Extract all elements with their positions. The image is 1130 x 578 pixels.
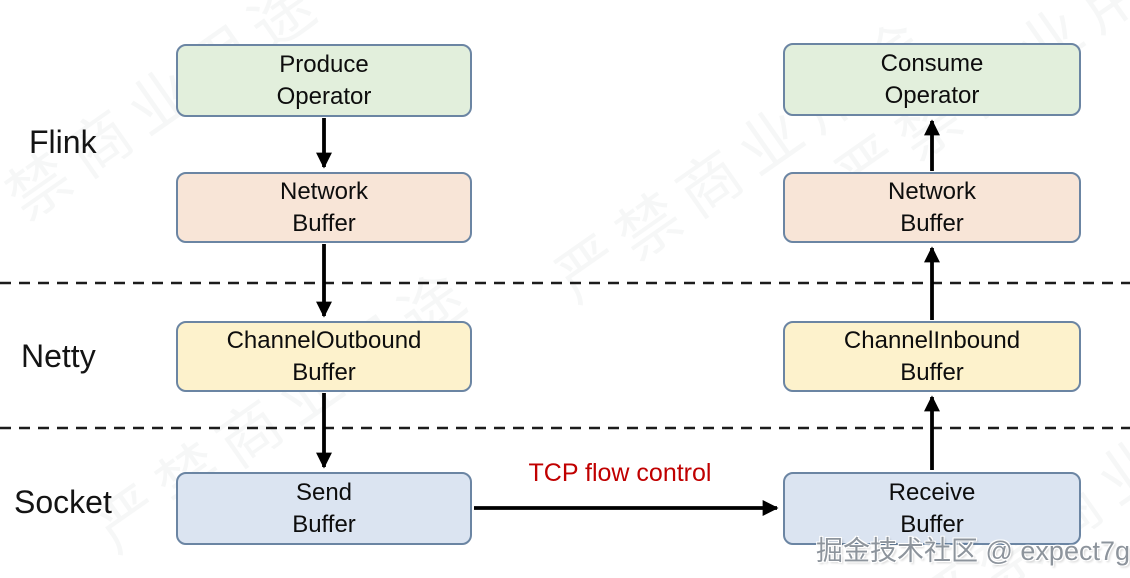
node-label-line: Operator: [884, 81, 980, 109]
node-label-line: Buffer: [900, 358, 964, 386]
node-label-line: Receive: [888, 478, 976, 506]
layer-label-netty: Netty: [21, 338, 96, 374]
node-label-line: Send: [295, 478, 353, 506]
node-label-line: Operator: [276, 82, 372, 110]
credit-watermark: 掘金技术社区 @ expect7g: [816, 536, 1130, 566]
node-label-line: Buffer: [292, 209, 356, 237]
tcp-flow-control-label: TCP flow control: [528, 459, 712, 487]
node-produce-operator: Produce Operator: [176, 44, 472, 117]
node-label-line: Buffer: [292, 510, 356, 538]
node-label-line: ChannelInbound: [843, 326, 1021, 354]
node-label-line: Buffer: [292, 358, 356, 386]
node-label-line: Network: [279, 177, 369, 205]
node-consume-operator: Consume Operator: [783, 43, 1081, 116]
node-network-buffer-inbound: Network Buffer: [783, 172, 1081, 243]
node-channel-outbound-buffer: ChannelOutbound Buffer: [176, 321, 472, 392]
node-label-line: Network: [887, 177, 977, 205]
layer-label-socket: Socket: [14, 484, 112, 520]
node-channel-inbound-buffer: ChannelInbound Buffer: [783, 321, 1081, 392]
node-label-line: Produce: [279, 50, 369, 78]
node-network-buffer-outbound: Network Buffer: [176, 172, 472, 243]
node-send-buffer: Send Buffer: [176, 472, 472, 545]
node-receive-buffer: Receive Buffer: [783, 472, 1081, 545]
node-label-line: Consume: [880, 49, 984, 77]
node-label-line: ChannelOutbound: [226, 326, 422, 354]
node-label-line: Buffer: [900, 209, 964, 237]
layer-label-flink: Flink: [29, 124, 97, 160]
node-label-line: Buffer: [900, 510, 964, 538]
